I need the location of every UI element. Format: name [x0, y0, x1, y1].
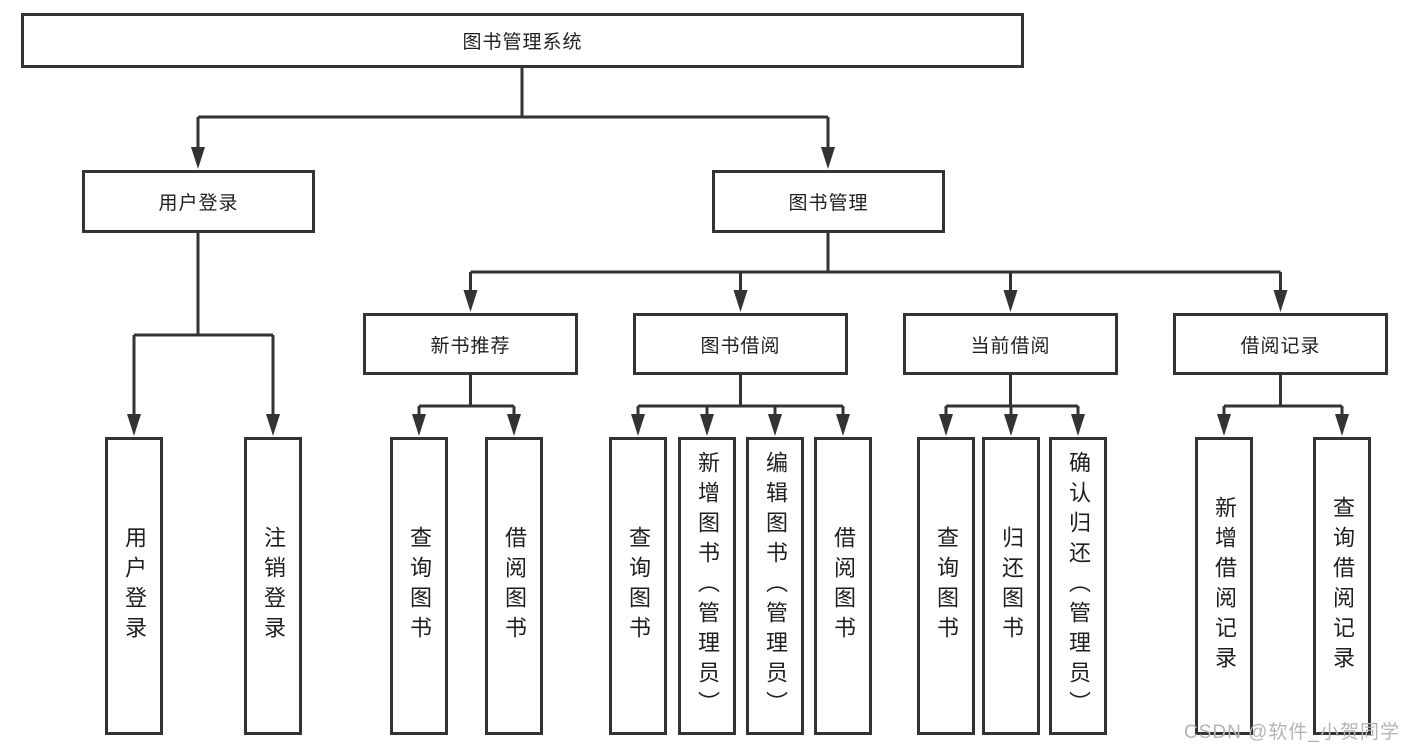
leaf-confirm-return-admin-label: 确认归还（管理员） — [1066, 451, 1091, 721]
node-book-management: 图书管理 — [712, 170, 945, 233]
leaf-add-borrow-record-label: 新增借阅记录 — [1212, 496, 1237, 676]
node-book-borrow: 图书借阅 — [633, 313, 848, 375]
node-user-login-label: 用户登录 — [158, 193, 239, 214]
node-borrow-record-label: 借阅记录 — [1240, 335, 1321, 357]
node-new-book-recommend-label: 新书推荐 — [430, 335, 511, 357]
node-root-system: 图书管理系统 — [21, 13, 1024, 68]
node-current-borrow: 当前借阅 — [903, 313, 1118, 375]
leaf-borrow-query-books-label: 查询图书 — [626, 526, 651, 646]
leaf-borrow-query-books: 查询图书 — [609, 437, 667, 735]
leaf-add-books-admin: 新增图书（管理员） — [678, 437, 736, 735]
leaf-logout-label: 注销登录 — [261, 526, 286, 646]
leaf-recommend-borrow-books-label: 借阅图书 — [502, 526, 527, 646]
leaf-edit-books-admin-label: 编辑图书（管理员） — [763, 451, 788, 721]
leaf-current-query-books: 查询图书 — [917, 437, 975, 735]
leaf-recommend-borrow-books: 借阅图书 — [485, 437, 543, 735]
leaf-confirm-return-admin: 确认归还（管理员） — [1049, 437, 1107, 735]
leaf-user-login: 用户登录 — [105, 437, 163, 735]
leaf-recommend-query-books: 查询图书 — [390, 437, 448, 735]
leaf-edit-books-admin: 编辑图书（管理员） — [746, 437, 804, 735]
leaf-logout: 注销登录 — [244, 437, 302, 735]
node-user-login: 用户登录 — [82, 170, 315, 233]
node-current-borrow-label: 当前借阅 — [970, 335, 1051, 357]
node-book-borrow-label: 图书借阅 — [700, 335, 781, 357]
leaf-user-login-label: 用户登录 — [122, 526, 147, 646]
node-new-book-recommend: 新书推荐 — [363, 313, 578, 375]
leaf-query-borrow-record: 查询借阅记录 — [1313, 437, 1371, 735]
node-book-management-label: 图书管理 — [788, 193, 869, 214]
csdn-watermark: CSDN @软件_小贺同学 — [1184, 722, 1400, 743]
leaf-query-borrow-record-label: 查询借阅记录 — [1330, 496, 1355, 676]
leaf-borrow-books: 借阅图书 — [814, 437, 872, 735]
leaf-return-books-label: 归还图书 — [999, 526, 1024, 646]
leaf-add-borrow-record: 新增借阅记录 — [1195, 437, 1253, 735]
leaf-recommend-query-books-label: 查询图书 — [407, 526, 432, 646]
leaf-borrow-books-label: 借阅图书 — [831, 526, 856, 646]
leaf-return-books: 归还图书 — [982, 437, 1040, 735]
node-root-label: 图书管理系统 — [462, 32, 583, 53]
leaf-add-books-admin-label: 新增图书（管理员） — [695, 451, 720, 721]
node-borrow-record: 借阅记录 — [1173, 313, 1388, 375]
leaf-current-query-books-label: 查询图书 — [934, 526, 959, 646]
